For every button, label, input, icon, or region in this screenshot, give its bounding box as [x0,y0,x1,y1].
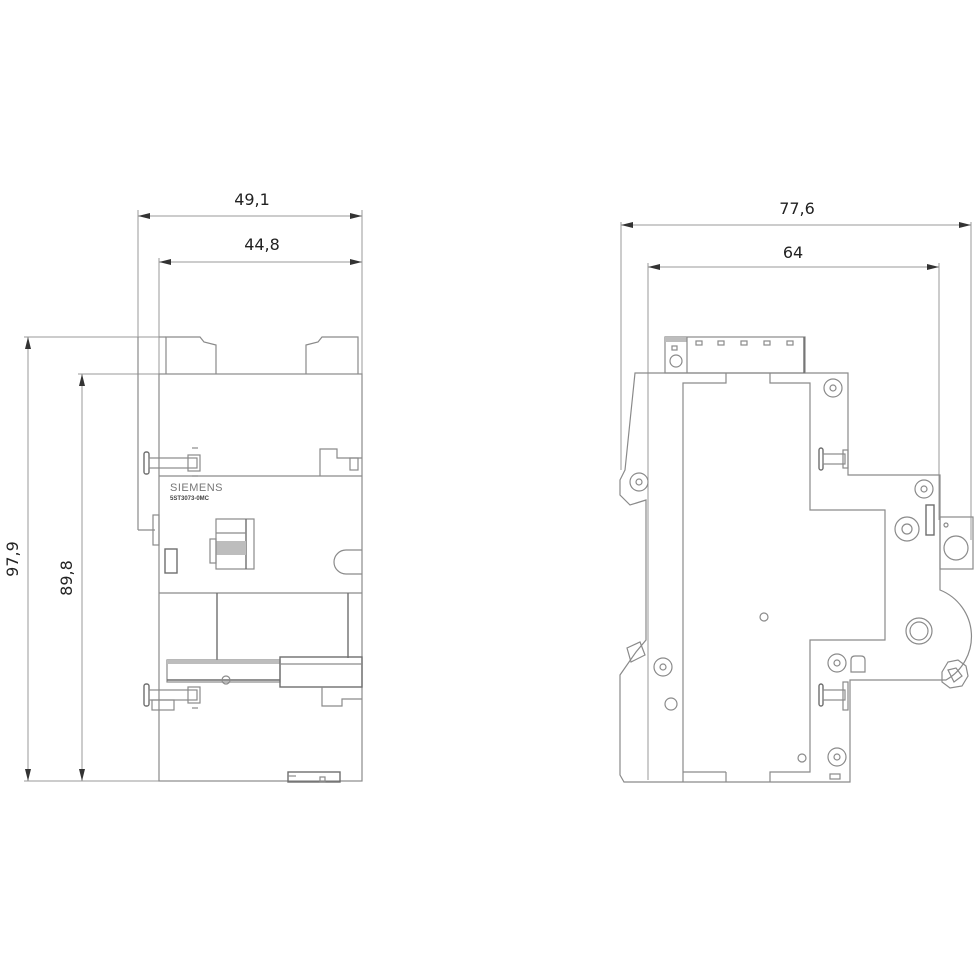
din-rail-clip [626,641,646,663]
dim-label-body-width: 44,8 [244,235,280,254]
lower-section [143,593,363,783]
side-mechanism [925,504,974,689]
dim-label-body-depth: 64 [783,243,803,262]
dimension-body-depth: 64 [647,243,940,780]
side-screws [818,447,866,780]
dim-label-body-height: 89,8 [57,560,76,596]
side-notch [333,549,362,575]
dimension-overall-depth: 77,6 [620,199,972,540]
upper-terminal-screw [143,447,362,477]
mounting-holes [629,378,934,767]
dim-label-overall-width: 49,1 [234,190,270,209]
front-body-outline [137,336,363,782]
part-number-label: 5ST3073-0MC [170,496,210,502]
indicator-window [164,548,178,574]
dimension-body-height: 89,8 [57,373,362,781]
side-body-outline [619,372,973,783]
side-view: 77,6 64 [619,199,974,783]
dimension-body-width: 44,8 [158,235,362,780]
dim-label-overall-height: 97,9 [3,541,22,577]
brand-label: SIEMENS [170,482,223,494]
top-terminal-block [664,336,806,374]
toggle-switch [209,518,255,570]
dimension-overall-height: 97,9 [3,336,362,782]
dim-label-overall-depth: 77,6 [779,199,815,218]
side-inner-panel [682,373,886,782]
front-view: 49,1 44,8 97,9 89,8 [3,190,363,783]
